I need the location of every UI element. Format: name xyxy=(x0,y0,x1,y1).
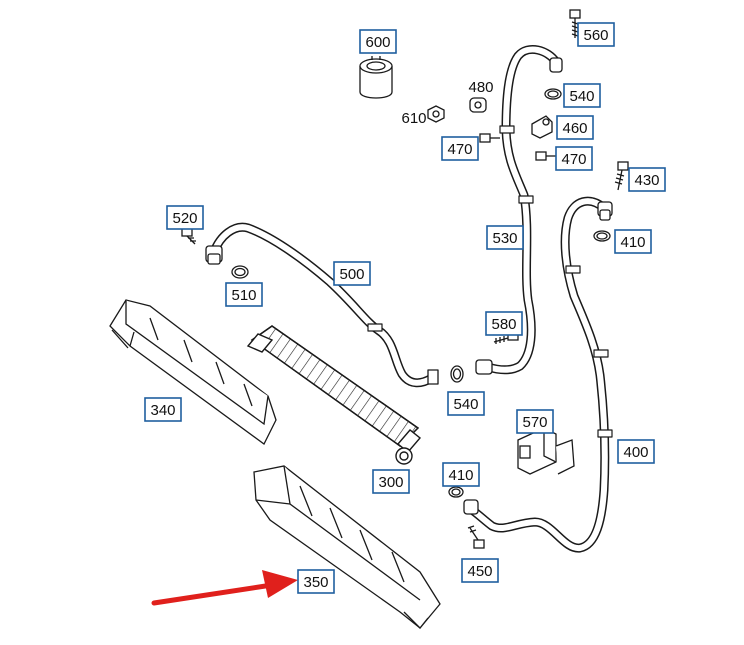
label-text: 500 xyxy=(339,266,364,283)
part-480-clip xyxy=(469,97,487,113)
label-box xyxy=(614,229,652,254)
fitting-410-end xyxy=(597,201,613,221)
label-text: 530 xyxy=(492,230,517,247)
fitting-400-lower-end xyxy=(463,499,479,515)
label-box xyxy=(447,391,485,416)
bolt-520 xyxy=(181,227,196,245)
label-text: 410 xyxy=(448,467,473,484)
label-box xyxy=(166,205,204,230)
bolt-470-lower xyxy=(535,151,556,161)
red-arrow-icon xyxy=(151,570,298,606)
part-350-air-duct xyxy=(253,465,441,629)
label-box xyxy=(628,167,666,192)
label-box xyxy=(485,311,523,336)
label-box xyxy=(486,225,524,250)
label-box xyxy=(563,83,601,108)
label-460: 460 xyxy=(556,115,594,140)
part-460-fitting xyxy=(531,115,553,139)
label-520: 520 xyxy=(166,205,204,230)
label-530: 530 xyxy=(486,225,524,250)
bolt-430 xyxy=(614,161,629,191)
part-540-oring-upper xyxy=(544,88,562,100)
part-610-nut xyxy=(427,105,445,123)
label-box xyxy=(144,397,182,422)
label-text: 580 xyxy=(491,316,516,333)
label-text: 480 xyxy=(468,79,493,96)
label-text: 460 xyxy=(562,120,587,137)
label-470b: 470 xyxy=(555,146,593,171)
label-box xyxy=(333,261,371,286)
label-410b: 410 xyxy=(442,462,480,487)
label-box xyxy=(297,569,335,594)
label-450: 450 xyxy=(461,558,499,583)
label-box xyxy=(617,439,655,464)
bolt-470-upper xyxy=(479,133,500,143)
label-text: 450 xyxy=(467,563,492,580)
label-text: 600 xyxy=(365,34,390,51)
label-text: 300 xyxy=(378,474,403,491)
part-540-oring-lower xyxy=(450,365,464,383)
part-510-oring xyxy=(231,265,249,279)
part-410-oring-upper xyxy=(593,230,611,242)
label-text: 430 xyxy=(634,172,659,189)
part-600-sleeve xyxy=(359,56,393,99)
label-box xyxy=(461,558,499,583)
part-340-air-duct xyxy=(109,299,277,445)
label-350: 350 xyxy=(297,569,335,594)
label-box xyxy=(359,29,397,54)
label-text: 400 xyxy=(623,444,648,461)
fitting-560-end xyxy=(549,57,563,73)
label-340: 340 xyxy=(144,397,182,422)
label-text: 540 xyxy=(453,396,478,413)
label-560: 560 xyxy=(577,22,615,47)
label-text: 470 xyxy=(561,151,586,168)
label-300: 300 xyxy=(372,469,410,494)
label-text: 470 xyxy=(447,141,472,158)
label-610: 610 xyxy=(401,110,426,127)
part-410-oring-lower xyxy=(448,486,464,498)
fitting-530-lower-end xyxy=(475,359,493,375)
label-470a: 470 xyxy=(441,136,479,161)
label-text: 350 xyxy=(303,574,328,591)
label-text: 510 xyxy=(231,287,256,304)
callout-labels: 600 560 480 540 610 460 470 470 430 520 410 530 500 5… xyxy=(144,22,666,594)
label-box xyxy=(577,22,615,47)
label-text: 570 xyxy=(522,414,547,431)
label-text: 540 xyxy=(569,88,594,105)
hose-400 xyxy=(467,196,613,553)
label-text: 340 xyxy=(150,402,175,419)
label-500: 500 xyxy=(333,261,371,286)
bolt-560 xyxy=(569,9,581,38)
label-box xyxy=(516,409,554,434)
label-430: 430 xyxy=(628,167,666,192)
label-text: 520 xyxy=(172,210,197,227)
hose-500 xyxy=(209,222,439,388)
label-540a: 540 xyxy=(563,83,601,108)
label-text: 610 xyxy=(401,110,426,127)
label-510: 510 xyxy=(225,282,263,307)
label-570: 570 xyxy=(516,409,554,434)
hose-530 xyxy=(483,44,561,375)
label-box xyxy=(225,282,263,307)
label-400: 400 xyxy=(617,439,655,464)
label-540b: 540 xyxy=(447,391,485,416)
label-text: 410 xyxy=(620,234,645,251)
label-580: 580 xyxy=(485,311,523,336)
label-600: 600 xyxy=(359,29,397,54)
label-box xyxy=(372,469,410,494)
label-box xyxy=(555,146,593,171)
label-410a: 410 xyxy=(614,229,652,254)
fitting-520-end xyxy=(205,245,223,265)
label-480: 480 xyxy=(468,79,493,96)
bolt-450 xyxy=(467,525,485,549)
label-box xyxy=(441,136,479,161)
label-box xyxy=(442,462,480,487)
label-box xyxy=(556,115,594,140)
part-300-oil-cooler xyxy=(246,325,422,465)
bolt-580 xyxy=(493,331,519,344)
part-570-bracket xyxy=(517,427,575,475)
label-text: 560 xyxy=(583,27,608,44)
